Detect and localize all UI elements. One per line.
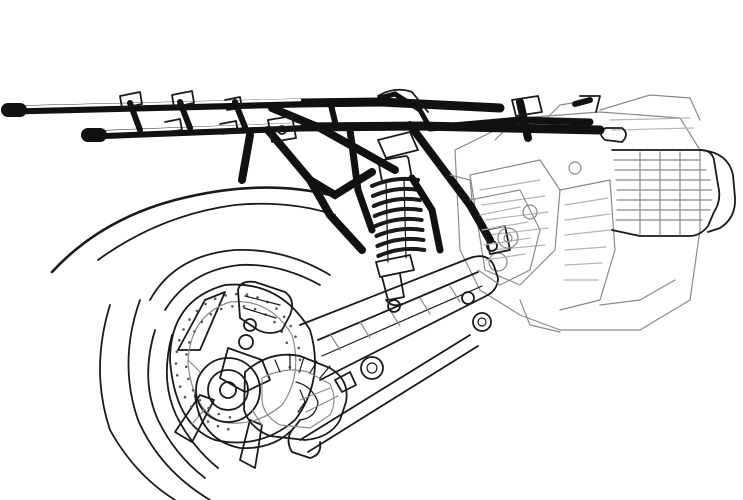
disc-hole — [285, 341, 289, 345]
disc-hole — [183, 395, 187, 399]
final-drive-housing — [243, 353, 348, 441]
disc-hole — [242, 305, 246, 308]
disc-hole — [216, 425, 220, 428]
disc-hole — [178, 385, 182, 388]
disc-hole — [204, 302, 207, 306]
brake-caliper — [219, 280, 294, 393]
gearbox — [449, 174, 541, 286]
disc-hole — [245, 293, 249, 297]
disc-hole — [207, 406, 210, 410]
disc-hole — [219, 307, 223, 311]
spring-coil — [373, 216, 424, 228]
disc-hole — [273, 320, 276, 324]
rear-tire — [50, 186, 336, 500]
disc-hole — [294, 335, 297, 339]
disc-hole — [209, 313, 213, 316]
disc-hole — [178, 339, 181, 342]
disc-hole — [175, 350, 178, 354]
damper-body — [385, 177, 407, 263]
spring-coil — [370, 186, 421, 198]
disc-hole — [182, 328, 185, 331]
disc-hole — [191, 388, 195, 392]
swingarm — [287, 255, 499, 459]
disc-hole — [195, 309, 199, 313]
spring-coil — [372, 206, 423, 218]
disc-hole — [217, 412, 221, 416]
disc-hole — [187, 377, 190, 381]
disc-hole — [184, 365, 188, 369]
disc-hole — [224, 294, 227, 297]
spring-coil — [374, 226, 425, 238]
cylinder-head — [599, 127, 736, 237]
spring-coil — [376, 246, 427, 258]
disc-hole — [198, 398, 202, 402]
disc-hole — [228, 416, 232, 419]
disc-hole — [289, 324, 293, 328]
subframe — [1, 88, 605, 255]
spring-coil — [371, 196, 422, 208]
disc-hole — [298, 358, 302, 362]
disc-hole — [175, 374, 179, 377]
disc-hole — [213, 297, 217, 301]
disc-hole — [275, 307, 278, 310]
disc-hole — [297, 346, 301, 350]
disc-hole — [282, 315, 286, 319]
disc-hole — [174, 362, 178, 365]
disc-hole — [190, 405, 193, 409]
shock-absorber — [370, 131, 427, 313]
disc-hole — [193, 330, 196, 333]
disc-hole — [200, 320, 204, 324]
disc-hole — [227, 427, 230, 431]
disc-hole — [235, 292, 238, 296]
disc-hole — [253, 307, 257, 311]
disc-hole — [231, 305, 234, 308]
disc-hole — [188, 341, 191, 344]
spring-coil — [375, 236, 426, 248]
disc-hole — [188, 318, 191, 321]
brake-disc-perforations — [174, 292, 302, 431]
disc-hole — [206, 420, 210, 423]
disc-hole — [256, 296, 259, 299]
disc-hole — [185, 353, 188, 356]
wheel-hub — [187, 357, 301, 449]
